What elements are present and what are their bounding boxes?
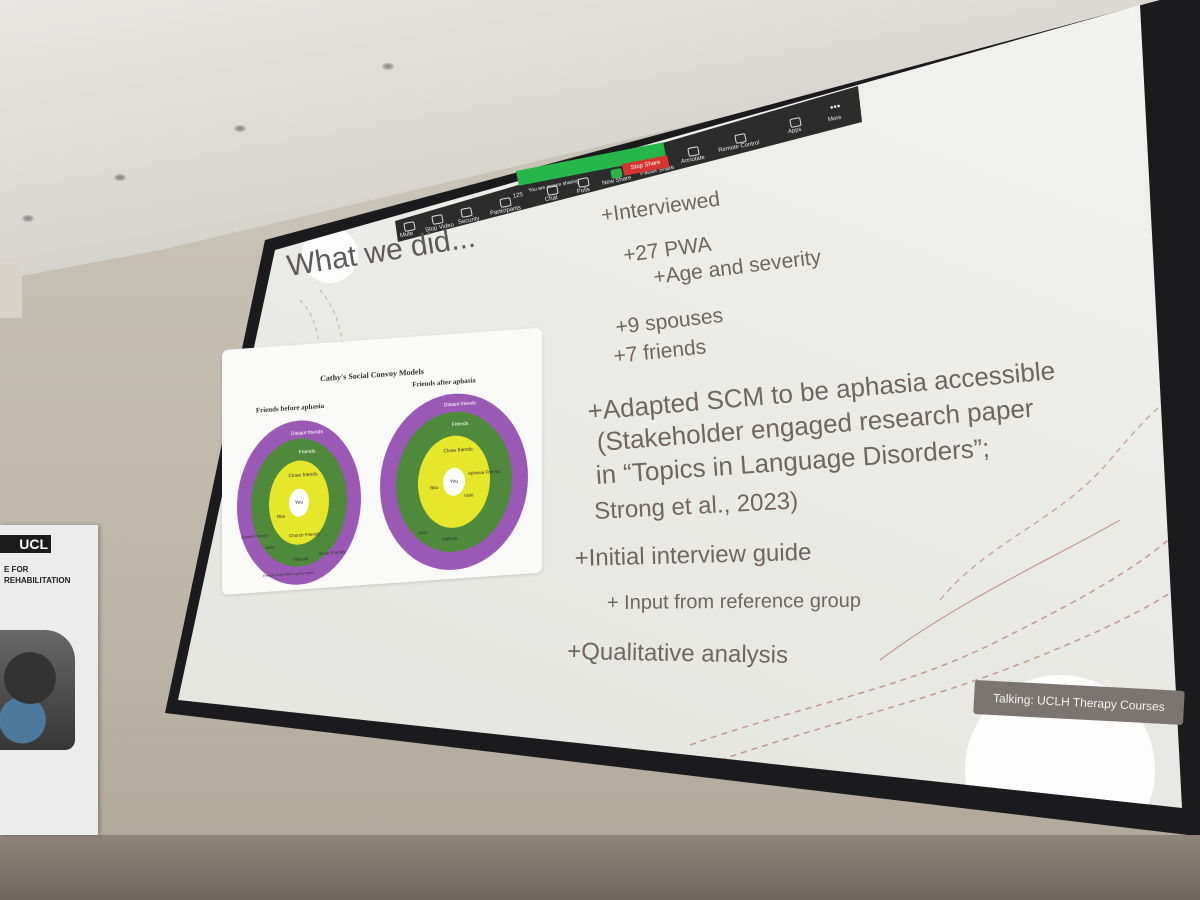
convoy-diagram-svg: Cathy's Social Convoy Models Friends bef… bbox=[237, 367, 528, 585]
left-convoy: Distant friends Friends Close friends Yo… bbox=[237, 420, 361, 585]
person-name: Jane bbox=[418, 530, 428, 536]
wall-speaker bbox=[0, 258, 22, 318]
person-name: School Friends bbox=[241, 533, 268, 540]
person-name: Jane bbox=[265, 544, 275, 550]
ring-label-you: You bbox=[295, 499, 304, 506]
person-name: Church Friends bbox=[289, 531, 320, 538]
ceiling-light bbox=[114, 174, 126, 181]
more-icon[interactable]: ••• bbox=[829, 101, 842, 114]
banner-line: E FOR bbox=[4, 565, 29, 574]
social-convoy-diagram: Cathy's Social Convoy Models Friends bef… bbox=[222, 327, 542, 595]
ring-label-close: Close friends bbox=[443, 446, 473, 454]
ring-label-distant: Distant friends bbox=[291, 429, 323, 437]
person-name: Rita bbox=[430, 485, 438, 491]
ucl-banner: UCL E FOR REHABILITATION bbox=[0, 525, 98, 835]
ceiling-light bbox=[234, 125, 246, 132]
bullet: + Input from reference group bbox=[606, 589, 862, 615]
right-convoy: Distant friends Friends Close friends Yo… bbox=[380, 393, 528, 570]
ring-label-close: Close friends bbox=[288, 471, 318, 479]
banner-artwork bbox=[0, 630, 75, 750]
person-name: Vicki bbox=[464, 492, 473, 498]
right-heading: Friends after aphasia bbox=[412, 376, 476, 388]
left-heading: Friends before aphasia bbox=[256, 402, 325, 415]
ceiling-light bbox=[22, 215, 34, 222]
person-name: Rita bbox=[277, 514, 285, 520]
banner-line: REHABILITATION bbox=[4, 576, 71, 585]
person-name: Friends from child's sports teams bbox=[263, 571, 314, 579]
ring-label-friends: Friends bbox=[452, 421, 469, 428]
diagram-title: Cathy's Social Convoy Models bbox=[320, 367, 424, 383]
ring-label-distant: Distant friends bbox=[444, 400, 476, 408]
person-name: Melissa bbox=[442, 536, 458, 542]
ceiling-light bbox=[382, 63, 394, 70]
floor bbox=[0, 835, 1200, 900]
ucl-logo: UCL bbox=[0, 535, 51, 553]
ring-label-friends: Friends bbox=[299, 448, 316, 455]
person-name: Aphasia Friends bbox=[468, 468, 501, 475]
person-name: Work Friends bbox=[319, 549, 346, 556]
person-name: Melissa bbox=[293, 556, 309, 562]
bullet: +Qualitative analysis bbox=[567, 638, 789, 669]
ring-label-you: You bbox=[450, 478, 459, 485]
